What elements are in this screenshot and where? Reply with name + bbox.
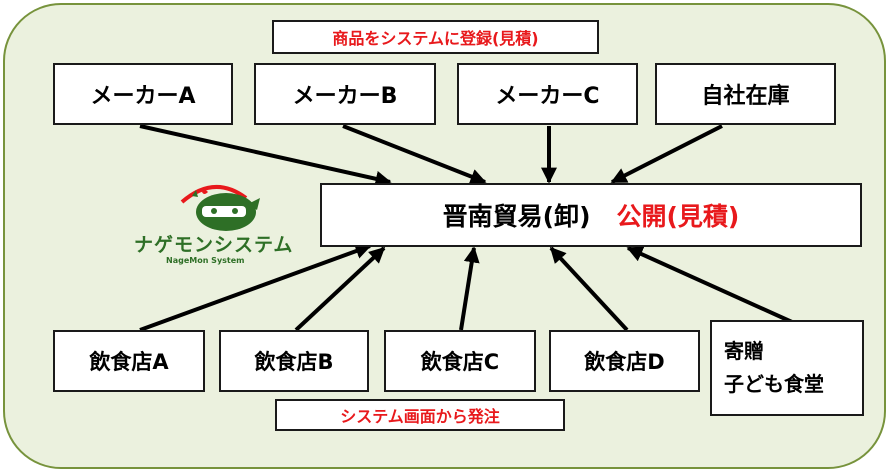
supplier-maker-a: メーカーA [53,63,233,125]
hub-name: 晋南貿易(卸) [442,202,591,231]
donation-box: 寄贈 子ども食堂 [710,320,864,416]
supplier-own-stock: 自社在庫 [655,63,836,125]
donation-line1: 寄贈 [724,339,764,363]
store-d: 飲食店D [549,330,700,392]
hub-status: 公開(見積) [616,202,740,231]
supplier-maker-c: メーカーC [457,63,638,125]
store-c: 飲食店C [384,330,536,392]
top-note: 商品をシステムに登録(見積) [272,20,599,54]
donation-line2: 子ども食堂 [724,372,824,396]
bottom-note: システム画面から発注 [275,399,565,431]
logo-name: ナゲモンシステム [134,234,294,256]
hub-box: 晋南貿易(卸) 公開(見積) [320,183,862,247]
supplier-maker-b: メーカーB [254,63,436,125]
logo-subtitle: NageMon System [166,256,245,265]
store-b: 飲食店B [219,330,369,392]
nagemon-logo: ナゲモンシステム NageMon System [134,178,324,273]
store-a: 飲食店A [53,330,205,392]
mascot-icon [180,184,260,231]
diagram-canvas: 商品をシステムに登録(見積) メーカーA メーカーB メーカーC 自社在庫 晋南… [3,3,886,469]
